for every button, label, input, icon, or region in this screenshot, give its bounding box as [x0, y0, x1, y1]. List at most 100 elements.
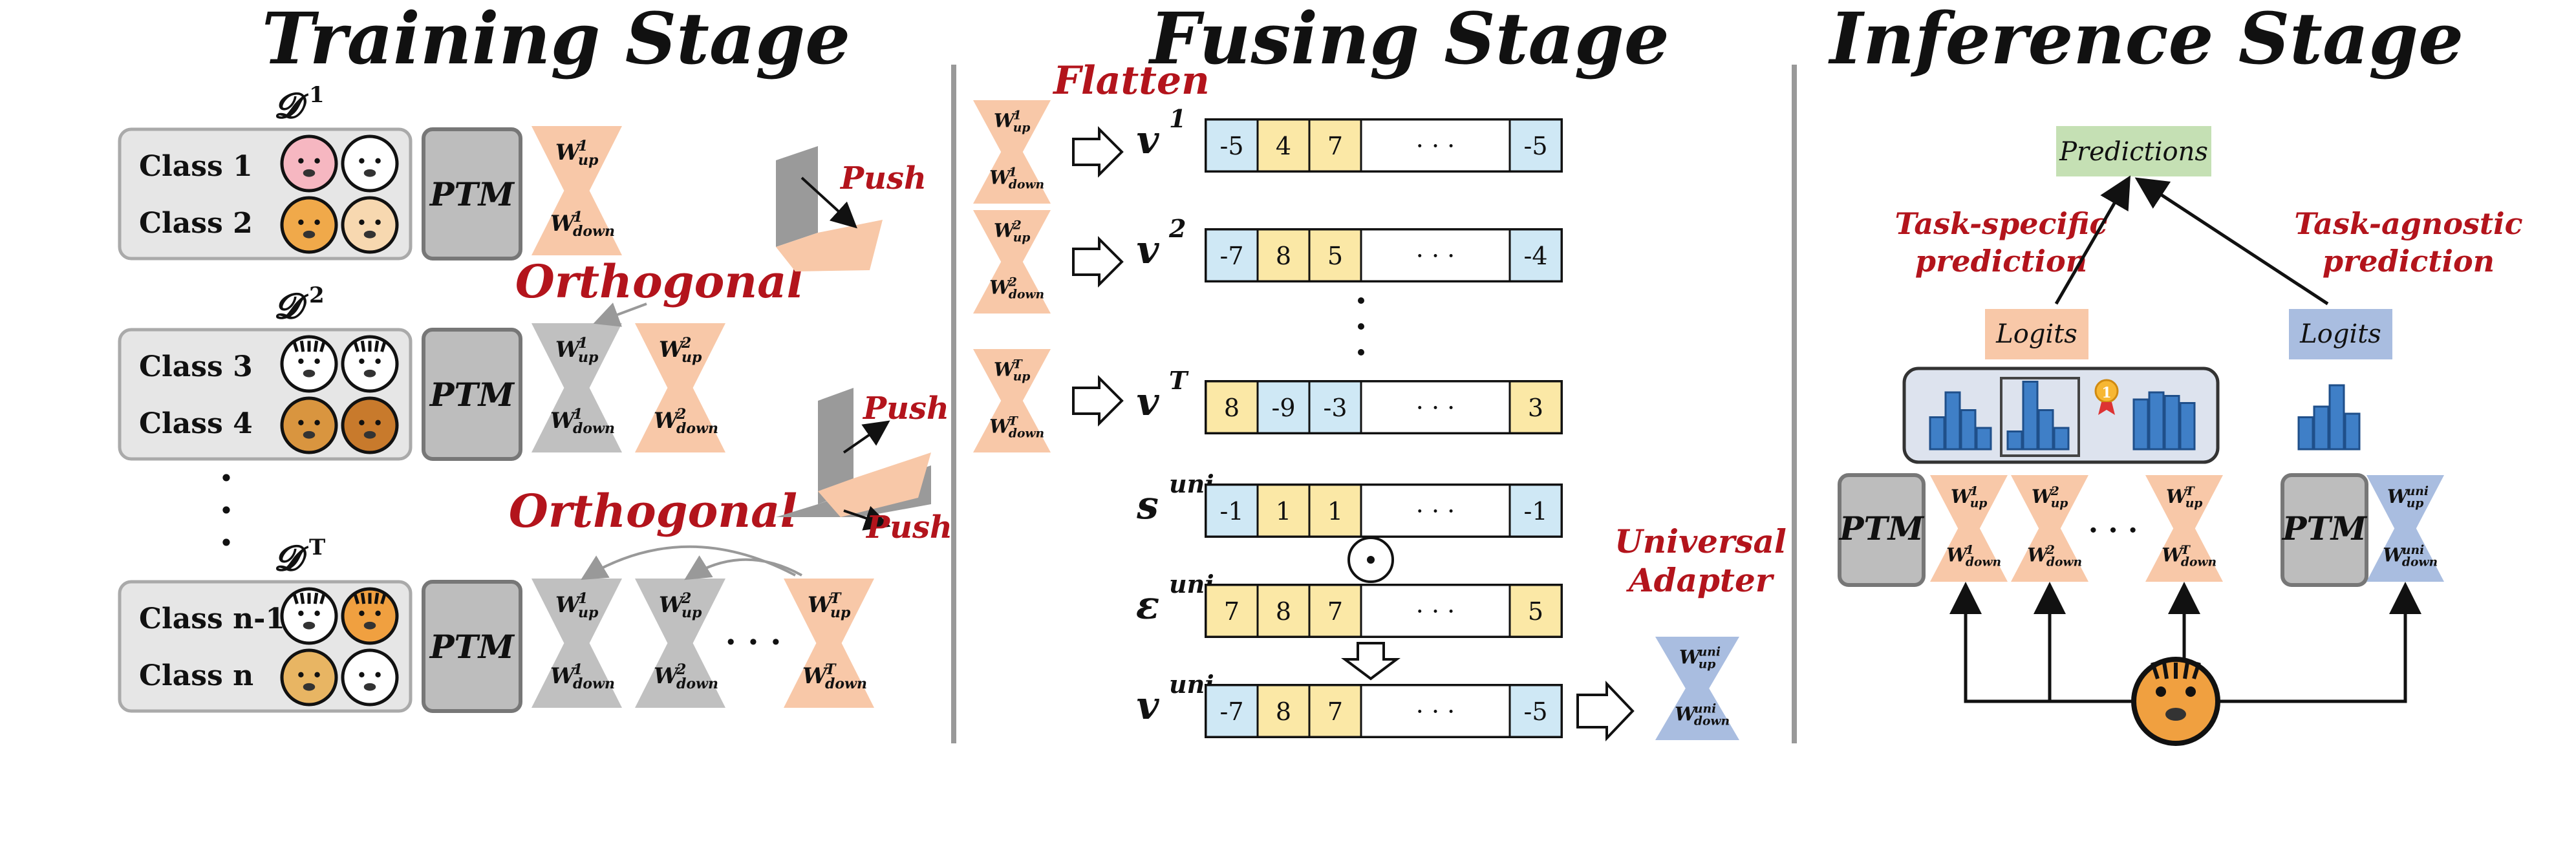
adapter-up-sub: up — [2185, 496, 2203, 511]
adapter-up-sub: up — [578, 604, 599, 621]
agnostic-histogram-bar — [2313, 405, 2330, 451]
histogram-2 — [2006, 381, 2070, 451]
push-plane-orange — [818, 452, 931, 517]
adapter-down-label: W — [1946, 544, 1969, 566]
adapter-up-label: W — [2387, 485, 2410, 507]
predictions-box — [2056, 126, 2211, 176]
adapter-down-label: W — [654, 408, 680, 434]
animal-stripe — [299, 340, 305, 352]
adapter-up-sub: up — [1699, 657, 1716, 671]
adapter-up-label: W — [1679, 646, 1702, 668]
animal-eye — [314, 358, 320, 364]
tiger-icon — [280, 587, 338, 645]
adapter-up-shape — [531, 323, 622, 388]
adapter-up-sup: 2 — [681, 590, 691, 607]
vector-cell — [1308, 380, 1362, 434]
medal-text: 1 — [2101, 385, 2111, 401]
vector-cell — [1308, 484, 1362, 538]
adapter-down-shape — [973, 152, 1051, 204]
vector-cell — [1508, 684, 1563, 738]
flatten-arrow — [1072, 375, 1124, 427]
adapter-up-label: W — [555, 337, 582, 363]
adapter-up-sub: up — [682, 349, 702, 366]
adapter-up-sup: 2 — [681, 335, 691, 352]
animal-eye — [314, 610, 320, 616]
class-label: Class 4 — [139, 407, 253, 440]
ptm-box — [422, 127, 522, 260]
vertical-dot — [1358, 349, 1364, 356]
adapter-down-label: W — [989, 167, 1012, 189]
vector-cell-value: 3 — [1528, 394, 1543, 422]
adapter-down-sup: T — [1009, 414, 1019, 429]
adapter-down-sup: 2 — [1008, 275, 1017, 290]
domain-superscript: 2 — [309, 282, 325, 308]
animal-stripe — [360, 340, 366, 352]
ptm-label: PTM — [429, 175, 515, 213]
adapter-down-shape — [2145, 528, 2223, 582]
animal-eye — [359, 420, 365, 425]
vector-cell — [1205, 684, 1259, 738]
flatten-arrow — [1072, 236, 1124, 288]
adapter-label: Adapter — [1626, 561, 1775, 599]
adapter-down-label: W — [550, 663, 577, 689]
animal-eye — [298, 610, 304, 616]
vector-cell-value: 1 — [1276, 497, 1291, 526]
histogram-bar — [2163, 395, 2180, 451]
vector-cell-value: -1 — [1219, 497, 1243, 526]
animal-stripe — [313, 340, 319, 352]
animal-nose — [303, 369, 316, 377]
vector-cell-value: 7 — [1327, 697, 1343, 726]
histogram-bar — [2022, 381, 2039, 451]
vector-cell-value: -7 — [1219, 242, 1243, 270]
push-arrow — [800, 176, 857, 229]
adapter-up-label: W — [659, 337, 685, 363]
push-label: Push — [839, 160, 927, 197]
tiger-stripe — [2183, 662, 2189, 679]
adapter-up-shape — [784, 579, 874, 643]
push-arrow — [843, 505, 891, 531]
adapter-down-shape — [531, 643, 622, 708]
adapter-down-sub: down — [1009, 177, 1044, 191]
adapter-down-label: W — [2383, 544, 2405, 566]
histogram-bar — [2148, 391, 2165, 451]
vertical-dot — [1358, 323, 1364, 330]
adapter-down-shape — [531, 191, 622, 255]
tiger-stripe — [2151, 662, 2160, 679]
zebra-icon — [280, 335, 338, 393]
vector-cell-value: -5 — [1523, 697, 1547, 726]
animal-nose — [363, 430, 376, 439]
animal-nose — [363, 230, 376, 239]
animal-eye — [314, 420, 320, 425]
vertical-dot — [1358, 297, 1364, 304]
class-label: Class n — [139, 659, 253, 692]
animal-stripe — [380, 592, 387, 604]
adapter-down-sub: down — [676, 675, 718, 692]
adapter-up-shape — [635, 579, 725, 643]
adapter-down-label: W — [550, 408, 577, 434]
adapter-down-sub: down — [573, 675, 615, 692]
adapter-down-shape — [2367, 528, 2444, 582]
universal-label: Universal — [1615, 522, 1787, 560]
vector-cell-value: -3 — [1323, 394, 1347, 422]
adapter-down-sup: 1 — [573, 406, 583, 423]
vector-cell-value: -5 — [1523, 132, 1547, 160]
adapter-down-sup: 1 — [1009, 165, 1017, 180]
animal-stripe — [353, 592, 360, 604]
vector-cell — [1360, 380, 1511, 434]
animal-stripe — [319, 592, 326, 604]
domain-label: 𝓓 — [274, 537, 308, 579]
adapter-up-sup: 1 — [578, 138, 588, 154]
animal-stripe — [319, 340, 326, 352]
histogram-bar — [1975, 427, 1992, 451]
histogram-bar — [2037, 409, 2054, 451]
class-label: Class n-1 — [139, 602, 285, 635]
vector-cell — [1308, 584, 1362, 638]
histogram-bar — [2179, 402, 2196, 451]
adapter-up-shape — [2145, 475, 2223, 529]
zebra-outline-icon — [341, 335, 399, 393]
